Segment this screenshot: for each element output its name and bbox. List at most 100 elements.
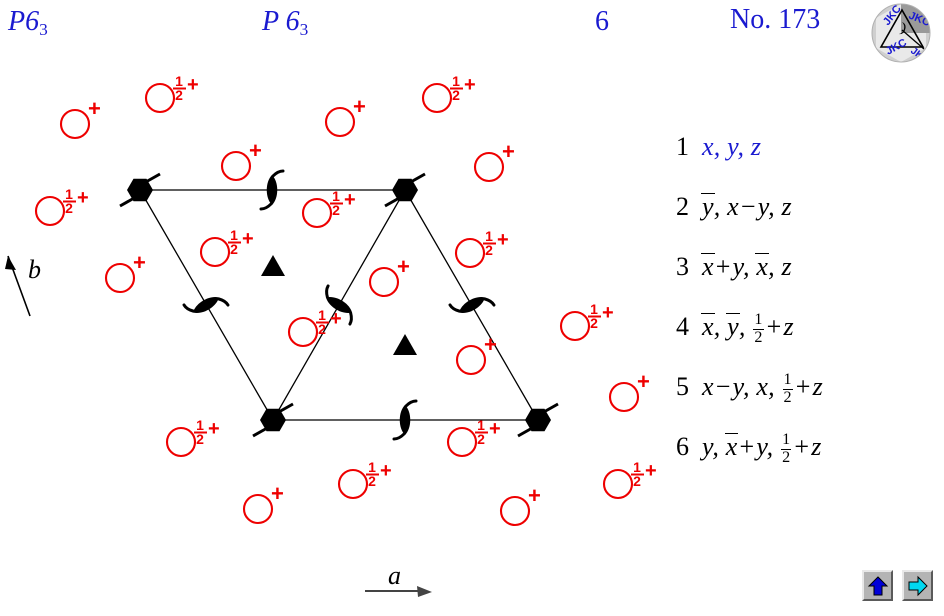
operation-number: 5 bbox=[676, 372, 689, 401]
svg-text:2: 2 bbox=[175, 87, 183, 103]
svg-text:2: 2 bbox=[452, 87, 460, 103]
nav-up-button[interactable] bbox=[862, 570, 893, 601]
svg-text:+: + bbox=[602, 302, 614, 324]
operation-number: 1 bbox=[676, 132, 689, 161]
general-position: 12+ bbox=[337, 459, 392, 500]
svg-text:+: + bbox=[464, 74, 476, 96]
hermann-mauguin-short-symbol: P63 bbox=[8, 6, 48, 39]
svg-text:2: 2 bbox=[196, 431, 204, 447]
height-label: 12+ bbox=[450, 73, 476, 103]
svg-text:1: 1 bbox=[633, 459, 641, 475]
general-position: 12+ bbox=[446, 417, 501, 458]
two-one-screw-axis bbox=[182, 297, 230, 313]
svg-text:+: + bbox=[77, 187, 89, 209]
operation-number: 3 bbox=[676, 252, 689, 281]
height-label: 12+ bbox=[330, 188, 356, 218]
svg-text:1: 1 bbox=[332, 188, 340, 204]
operation-number: 4 bbox=[676, 312, 689, 341]
height-label: 12+ bbox=[475, 417, 501, 447]
general-position: + bbox=[324, 94, 366, 138]
svg-text:2: 2 bbox=[332, 202, 340, 218]
svg-text:+: + bbox=[187, 74, 199, 96]
general-position: + bbox=[104, 250, 146, 294]
hermann-mauguin-full-symbol: P 63 bbox=[262, 6, 309, 39]
two-one-screw-axis bbox=[325, 284, 353, 326]
svg-text:1: 1 bbox=[175, 73, 183, 89]
height-label: 12+ bbox=[316, 307, 342, 337]
general-position: + bbox=[473, 139, 515, 183]
general-position: + bbox=[455, 332, 497, 376]
point-group-symbol: 6 bbox=[595, 6, 609, 37]
svg-text:2: 2 bbox=[477, 431, 485, 447]
svg-text:2: 2 bbox=[633, 473, 641, 489]
two-one-screw-axis bbox=[259, 169, 285, 211]
general-position: + bbox=[59, 96, 101, 140]
three-fold-axis bbox=[261, 255, 285, 276]
svg-text:+: + bbox=[380, 460, 392, 482]
svg-text:2: 2 bbox=[230, 241, 238, 257]
svg-text:1: 1 bbox=[196, 417, 204, 433]
general-position: 12+ bbox=[602, 459, 657, 500]
general-position: 12+ bbox=[421, 73, 476, 114]
nav-right-button[interactable] bbox=[902, 570, 933, 601]
six-three-screw-axis bbox=[384, 172, 426, 208]
height-label: 12+ bbox=[366, 459, 392, 489]
six-three-screw-axis bbox=[252, 402, 294, 438]
general-position: + bbox=[242, 481, 284, 525]
general-position: + bbox=[220, 138, 262, 182]
svg-text:1: 1 bbox=[318, 307, 326, 323]
symmetry-operation-row: 1 x, y, z bbox=[676, 132, 944, 192]
axis-label-a: a bbox=[388, 561, 401, 590]
svg-text:1: 1 bbox=[477, 417, 485, 433]
svg-text:2: 2 bbox=[368, 473, 376, 489]
axis-label-b: b bbox=[28, 255, 41, 284]
svg-text:1: 1 bbox=[452, 73, 460, 89]
general-position: 12+ bbox=[199, 227, 254, 268]
page-header: P63 P 63 6 No. 173 bbox=[0, 0, 944, 56]
svg-text:1: 1 bbox=[65, 186, 73, 202]
height-label: 12+ bbox=[631, 459, 657, 489]
svg-text:+: + bbox=[645, 460, 657, 482]
operation-number: 6 bbox=[676, 432, 689, 461]
symmetry-operation-row: 3 x+y, x, z bbox=[676, 252, 944, 312]
symmetry-operations-list: 1 x, y, z 2 y, x−y, z 3 x+y, x, z 4 x, y… bbox=[676, 132, 944, 492]
general-position: 12+ bbox=[559, 301, 614, 342]
operation-number: 2 bbox=[676, 192, 689, 221]
height-label: + bbox=[502, 139, 515, 164]
height-label: 12+ bbox=[588, 301, 614, 331]
height-label: 12+ bbox=[63, 186, 89, 216]
height-label: 12+ bbox=[194, 417, 220, 447]
height-label: + bbox=[271, 481, 284, 506]
svg-text:1: 1 bbox=[590, 301, 598, 317]
two-one-screw-axis bbox=[448, 297, 496, 313]
axis-labels-layer: b a bbox=[5, 255, 432, 597]
svg-text:+: + bbox=[489, 418, 501, 440]
svg-text:2: 2 bbox=[590, 315, 598, 331]
height-label: + bbox=[397, 254, 410, 279]
height-label: 12+ bbox=[228, 227, 254, 257]
general-position: 12+ bbox=[454, 228, 509, 269]
general-position: + bbox=[608, 369, 650, 413]
svg-text:2: 2 bbox=[318, 321, 326, 337]
two-one-screw-axis bbox=[392, 399, 418, 441]
operation-expression: x+y, x, z bbox=[701, 252, 792, 281]
general-position: + bbox=[499, 483, 541, 527]
svg-text:+: + bbox=[330, 308, 342, 330]
svg-text:1: 1 bbox=[368, 459, 376, 475]
symmetry-elements-layer bbox=[119, 169, 559, 441]
height-label: + bbox=[88, 96, 101, 121]
general-position: 12+ bbox=[165, 417, 220, 458]
svg-text:2: 2 bbox=[65, 200, 73, 216]
six-three-screw-axis bbox=[517, 402, 559, 438]
svg-text:1: 1 bbox=[485, 228, 493, 244]
svg-text:2: 2 bbox=[485, 242, 493, 258]
height-label: + bbox=[637, 369, 650, 394]
general-position: 12+ bbox=[287, 307, 342, 348]
height-label: + bbox=[353, 94, 366, 119]
svg-text:+: + bbox=[497, 229, 509, 251]
jkc-logo: JKC JKC JKC JKC bbox=[866, 2, 936, 64]
